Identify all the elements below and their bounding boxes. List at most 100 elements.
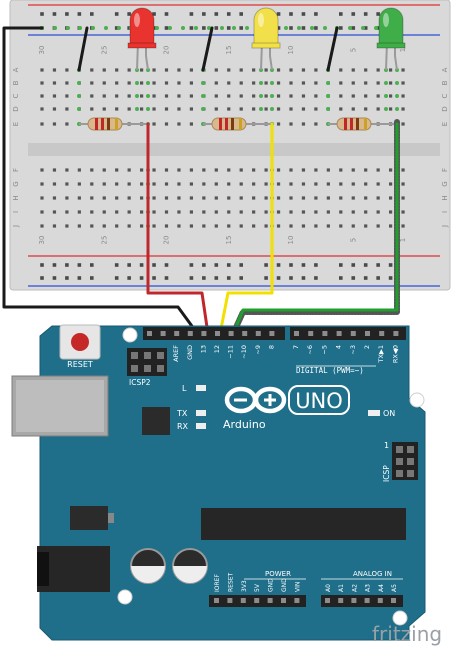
column-number: 5 bbox=[349, 48, 357, 52]
icsp2-label: ICSP2 bbox=[129, 378, 151, 387]
digital-pin-label: 7 bbox=[292, 345, 300, 349]
digital-pin-label: 12 bbox=[213, 345, 221, 353]
digital-pin-label: ~5 bbox=[320, 345, 328, 355]
row-letter: F bbox=[441, 168, 449, 172]
digital-pin-label: ~9 bbox=[254, 345, 262, 355]
row-letter: F bbox=[12, 168, 20, 172]
digital-pin-label: GND bbox=[186, 345, 194, 360]
power-label: POWER bbox=[265, 570, 291, 578]
yellow-wire[interactable] bbox=[218, 122, 274, 336]
resistor-1[interactable] bbox=[79, 117, 148, 131]
row-letter: C bbox=[12, 93, 20, 98]
voltage-regulator bbox=[70, 506, 114, 530]
digital-pin-label: ~11 bbox=[227, 345, 235, 359]
column-number: 15 bbox=[225, 46, 233, 55]
column-number: 15 bbox=[225, 236, 233, 245]
microcontroller-chip bbox=[201, 508, 406, 540]
row-letter: I bbox=[12, 211, 20, 213]
power-pin-label: 3V3 bbox=[241, 580, 248, 592]
column-number: 10 bbox=[287, 236, 295, 245]
analog-label: ANALOG IN bbox=[353, 570, 392, 578]
power-pin-label: 5V bbox=[254, 583, 261, 592]
analog-header[interactable] bbox=[321, 595, 403, 607]
analog-pin-label: A2 bbox=[351, 584, 358, 592]
row-letter: A bbox=[12, 67, 20, 72]
uno-badge bbox=[288, 385, 350, 415]
power-pin-label: VIN bbox=[294, 582, 301, 592]
icsp-header bbox=[392, 442, 418, 480]
jumper-wire-3[interactable] bbox=[326, 26, 339, 72]
jumper-wire-1[interactable] bbox=[77, 26, 89, 72]
digital-pin-label: ~3 bbox=[349, 345, 357, 355]
row-letter: H bbox=[441, 195, 449, 200]
column-number: 20 bbox=[163, 46, 171, 55]
digital-header[interactable] bbox=[143, 327, 406, 340]
red-wire[interactable] bbox=[146, 122, 210, 336]
gnd-wire[interactable] bbox=[2, 26, 199, 335]
digital-pin-label: TX▶1 bbox=[377, 345, 385, 364]
row-letter: I bbox=[441, 211, 449, 213]
analog-pin-label: A3 bbox=[365, 584, 372, 592]
icsp2-header bbox=[127, 348, 167, 376]
column-number: 20 bbox=[163, 236, 171, 245]
power-pin-holes bbox=[214, 598, 300, 603]
digital-pin-label: 8 bbox=[267, 345, 275, 349]
brand-label: Arduino bbox=[223, 418, 266, 431]
digital-pin-label: RX◀0 bbox=[391, 345, 399, 363]
reset-button[interactable] bbox=[59, 324, 101, 360]
on-led bbox=[368, 410, 380, 416]
wires bbox=[2, 26, 400, 337]
digital-pin-holes bbox=[147, 331, 399, 336]
digital-pin-label: AREF bbox=[172, 345, 180, 362]
row-letter: J bbox=[12, 225, 20, 228]
digital-pin-label: 2 bbox=[363, 345, 371, 349]
row-letter: J bbox=[441, 225, 449, 228]
capacitor-2 bbox=[172, 548, 208, 584]
row-letter: G bbox=[12, 181, 20, 186]
yellow-led[interactable] bbox=[251, 7, 281, 71]
leds bbox=[127, 7, 406, 71]
column-number: 25 bbox=[100, 46, 108, 55]
jumper-wire-2[interactable] bbox=[201, 26, 214, 72]
green-led[interactable] bbox=[376, 7, 406, 71]
row-letter: B bbox=[12, 80, 20, 85]
usb-controller-chip bbox=[142, 407, 170, 435]
power-pin-label: GND bbox=[268, 578, 275, 592]
on-led-label: ON bbox=[383, 409, 395, 418]
digital-pin-label: ~10 bbox=[240, 345, 248, 359]
column-number: 30 bbox=[38, 46, 46, 55]
tx-led-label: TX bbox=[176, 409, 188, 418]
row-letter: D bbox=[441, 106, 449, 111]
row-letter: A bbox=[441, 67, 449, 72]
green-wire[interactable] bbox=[231, 122, 399, 336]
reset-label: RESET bbox=[67, 360, 93, 369]
column-number: 10 bbox=[287, 46, 295, 55]
digital-pin-label: 4 bbox=[335, 345, 343, 349]
row-letter: E bbox=[12, 122, 20, 126]
tx-led bbox=[196, 410, 206, 416]
l-led bbox=[196, 385, 206, 391]
arduino-logo-icon bbox=[224, 386, 287, 414]
column-number: 25 bbox=[100, 236, 108, 245]
resistor-2[interactable] bbox=[203, 117, 272, 131]
column-number: 1 bbox=[399, 238, 407, 242]
power-pin-label: RESET bbox=[227, 572, 234, 592]
analog-pin-label: A0 bbox=[325, 584, 332, 592]
row-letter: B bbox=[441, 80, 449, 85]
icsp-pin1-label: 1 bbox=[384, 441, 389, 450]
power-jack[interactable] bbox=[37, 546, 110, 592]
analog-pin-label: A1 bbox=[338, 584, 345, 592]
digital-label: DIGITAL (PWM=~) bbox=[296, 366, 364, 375]
usb-port[interactable] bbox=[11, 375, 109, 437]
resistor-3[interactable] bbox=[328, 117, 397, 131]
capacitor-1 bbox=[130, 548, 166, 584]
row-letter: H bbox=[12, 195, 20, 200]
red-led[interactable] bbox=[127, 7, 157, 71]
power-pin-label: IOREF bbox=[214, 574, 221, 592]
